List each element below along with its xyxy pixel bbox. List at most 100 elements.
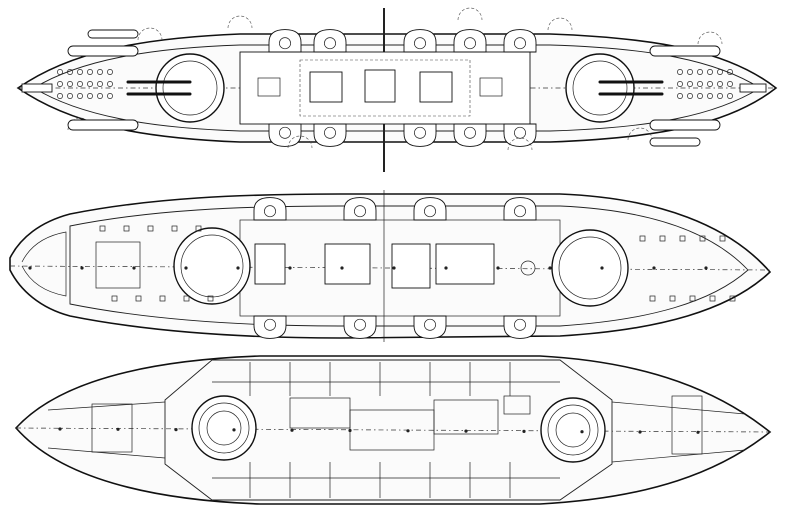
main-fitting-aft-9 xyxy=(719,235,726,242)
lower-centreline-stanchion-6 xyxy=(348,428,352,433)
upper-stern-bitt-4 xyxy=(707,69,713,75)
upper-boat-port-fore xyxy=(67,45,139,57)
upper-bow-bitt-16 xyxy=(87,93,93,99)
upper-sponson-stbd-4-mount xyxy=(464,126,476,139)
upper-sponson-port-1-mount xyxy=(279,37,291,50)
upper-sponson-stbd-1 xyxy=(268,123,302,147)
upper-stern-bitt-17 xyxy=(717,93,723,99)
upper-stern-bitt-8 xyxy=(687,81,693,87)
lower-centreline-stanchion-5 xyxy=(290,428,294,432)
lower-aft-barbette xyxy=(540,397,606,463)
lower-fore-deck-line-2 xyxy=(47,447,166,459)
lower-deck-frames xyxy=(58,362,700,498)
lower-fore-barbette-ring xyxy=(198,402,250,454)
lower-centreline-stanchion-10 xyxy=(580,430,584,434)
main-centreline-stanchion-12 xyxy=(600,266,604,270)
lower-fore-barbette xyxy=(191,395,257,461)
upper-bow-bitt-9 xyxy=(77,81,83,87)
main-fitting-aft-6 xyxy=(689,295,696,302)
lower-centreline-stanchion-12 xyxy=(696,430,700,434)
upper-sponson-stbd-3 xyxy=(403,123,437,147)
lower-centreline-stanchion-1 xyxy=(58,427,62,431)
lower-aft-deck-line-2 xyxy=(611,449,746,463)
upper-funnel-fore xyxy=(309,71,343,103)
upper-swing-arc-8 xyxy=(507,137,533,151)
upper-boat-outboard-2 xyxy=(649,137,701,147)
upper-bow-bitt-8 xyxy=(67,81,73,87)
main-sponson-port-4 xyxy=(503,197,537,221)
main-sponson-port-3 xyxy=(413,197,447,221)
upper-bow-bitt-17 xyxy=(97,93,103,99)
lower-aft-barbette-ring xyxy=(547,404,599,456)
main-block-1 xyxy=(254,243,286,285)
main-centreline-stanchion-4 xyxy=(184,266,188,270)
upper-stern-bitt-6 xyxy=(727,69,733,75)
upper-sponsons xyxy=(67,7,723,151)
main-aft-barbette-ring xyxy=(558,236,622,300)
main-centreline-stanchion-11 xyxy=(548,266,552,270)
upper-hatch-2 xyxy=(479,77,503,97)
upper-fore-turret xyxy=(162,60,218,116)
lower-aft-barbette-core xyxy=(555,412,591,448)
upper-hatch-1 xyxy=(257,77,281,97)
upper-stern-bitt-13 xyxy=(677,93,683,99)
upper-swing-arc-5 xyxy=(697,31,723,45)
main-centreline-stanchion-6 xyxy=(288,266,292,270)
main-fitting-aft-8 xyxy=(709,295,716,302)
upper-sponson-port-2-mount xyxy=(324,37,336,50)
upper-aft-barbette xyxy=(565,53,635,123)
main-fitting-fore-9 xyxy=(195,225,202,232)
main-centreline-stanchion-8 xyxy=(392,266,396,270)
upper-swing-arc-3 xyxy=(457,7,483,21)
main-sponson-stbd-2-mount xyxy=(354,318,366,331)
upper-bow-bitt-4 xyxy=(87,69,93,75)
upper-stern-bitt-12 xyxy=(727,81,733,87)
main-bow-bulwark xyxy=(21,231,67,297)
main-sponson-stbd-2 xyxy=(343,315,377,339)
main-fitting-fore-5 xyxy=(147,225,154,232)
main-fitting-fore-6 xyxy=(159,295,166,302)
lower-compartment-3 xyxy=(433,399,499,435)
lower-deck-view xyxy=(14,355,772,505)
main-fitting-aft-10 xyxy=(729,295,736,302)
main-fitting-fore-10 xyxy=(207,295,214,302)
main-deck-view xyxy=(9,190,772,342)
main-sponson-stbd-3 xyxy=(413,315,447,339)
upper-boat-deck-outline xyxy=(299,59,471,117)
lower-fore-barbette-core xyxy=(206,410,242,446)
upper-sponson-stbd-4 xyxy=(453,123,487,147)
upper-sponson-port-4-mount xyxy=(464,37,476,50)
main-centreline xyxy=(9,265,771,271)
main-sponson-stbd-1-mount xyxy=(264,318,276,331)
upper-stern-bitt-9 xyxy=(697,81,703,87)
main-block-2 xyxy=(324,243,371,285)
upper-bow-bitt-15 xyxy=(77,93,83,99)
upper-swing-arc-2 xyxy=(227,15,253,29)
lower-centreline xyxy=(15,427,771,433)
main-centreline-stanchion-5 xyxy=(236,266,240,270)
upper-stern-bitt-3 xyxy=(697,69,703,75)
lower-centreline-stanchion-4 xyxy=(232,428,236,432)
upper-aft-turret xyxy=(572,60,628,116)
upper-boat-outboard-1 xyxy=(87,29,139,39)
upper-bow-bitt-10 xyxy=(87,81,93,87)
upper-bow-bitt-2 xyxy=(67,69,73,75)
lower-centreline-stanchion-7 xyxy=(406,429,410,433)
upper-stern-bitt-10 xyxy=(707,81,713,87)
main-aft-barbette xyxy=(551,229,629,307)
upper-sponson-port-4 xyxy=(453,29,487,53)
upper-stern-capstan xyxy=(739,83,767,93)
upper-stern-bitt-5 xyxy=(717,69,723,75)
main-centreline-stanchion-9 xyxy=(444,266,448,270)
lower-centreline-stanchion-11 xyxy=(638,430,642,434)
main-fitting-aft-1 xyxy=(639,235,646,242)
upper-stern-bitt-1 xyxy=(677,69,683,75)
main-sponson-port-1-mount xyxy=(264,205,276,218)
upper-deck-view xyxy=(16,7,778,172)
main-fitting-fore-1 xyxy=(99,225,106,232)
upper-sponson-stbd-3-mount xyxy=(414,126,426,139)
lower-centreline-stanchion-3 xyxy=(174,428,178,432)
upper-sponson-port-5 xyxy=(503,29,537,53)
upper-swing-arc-9 xyxy=(627,127,653,141)
